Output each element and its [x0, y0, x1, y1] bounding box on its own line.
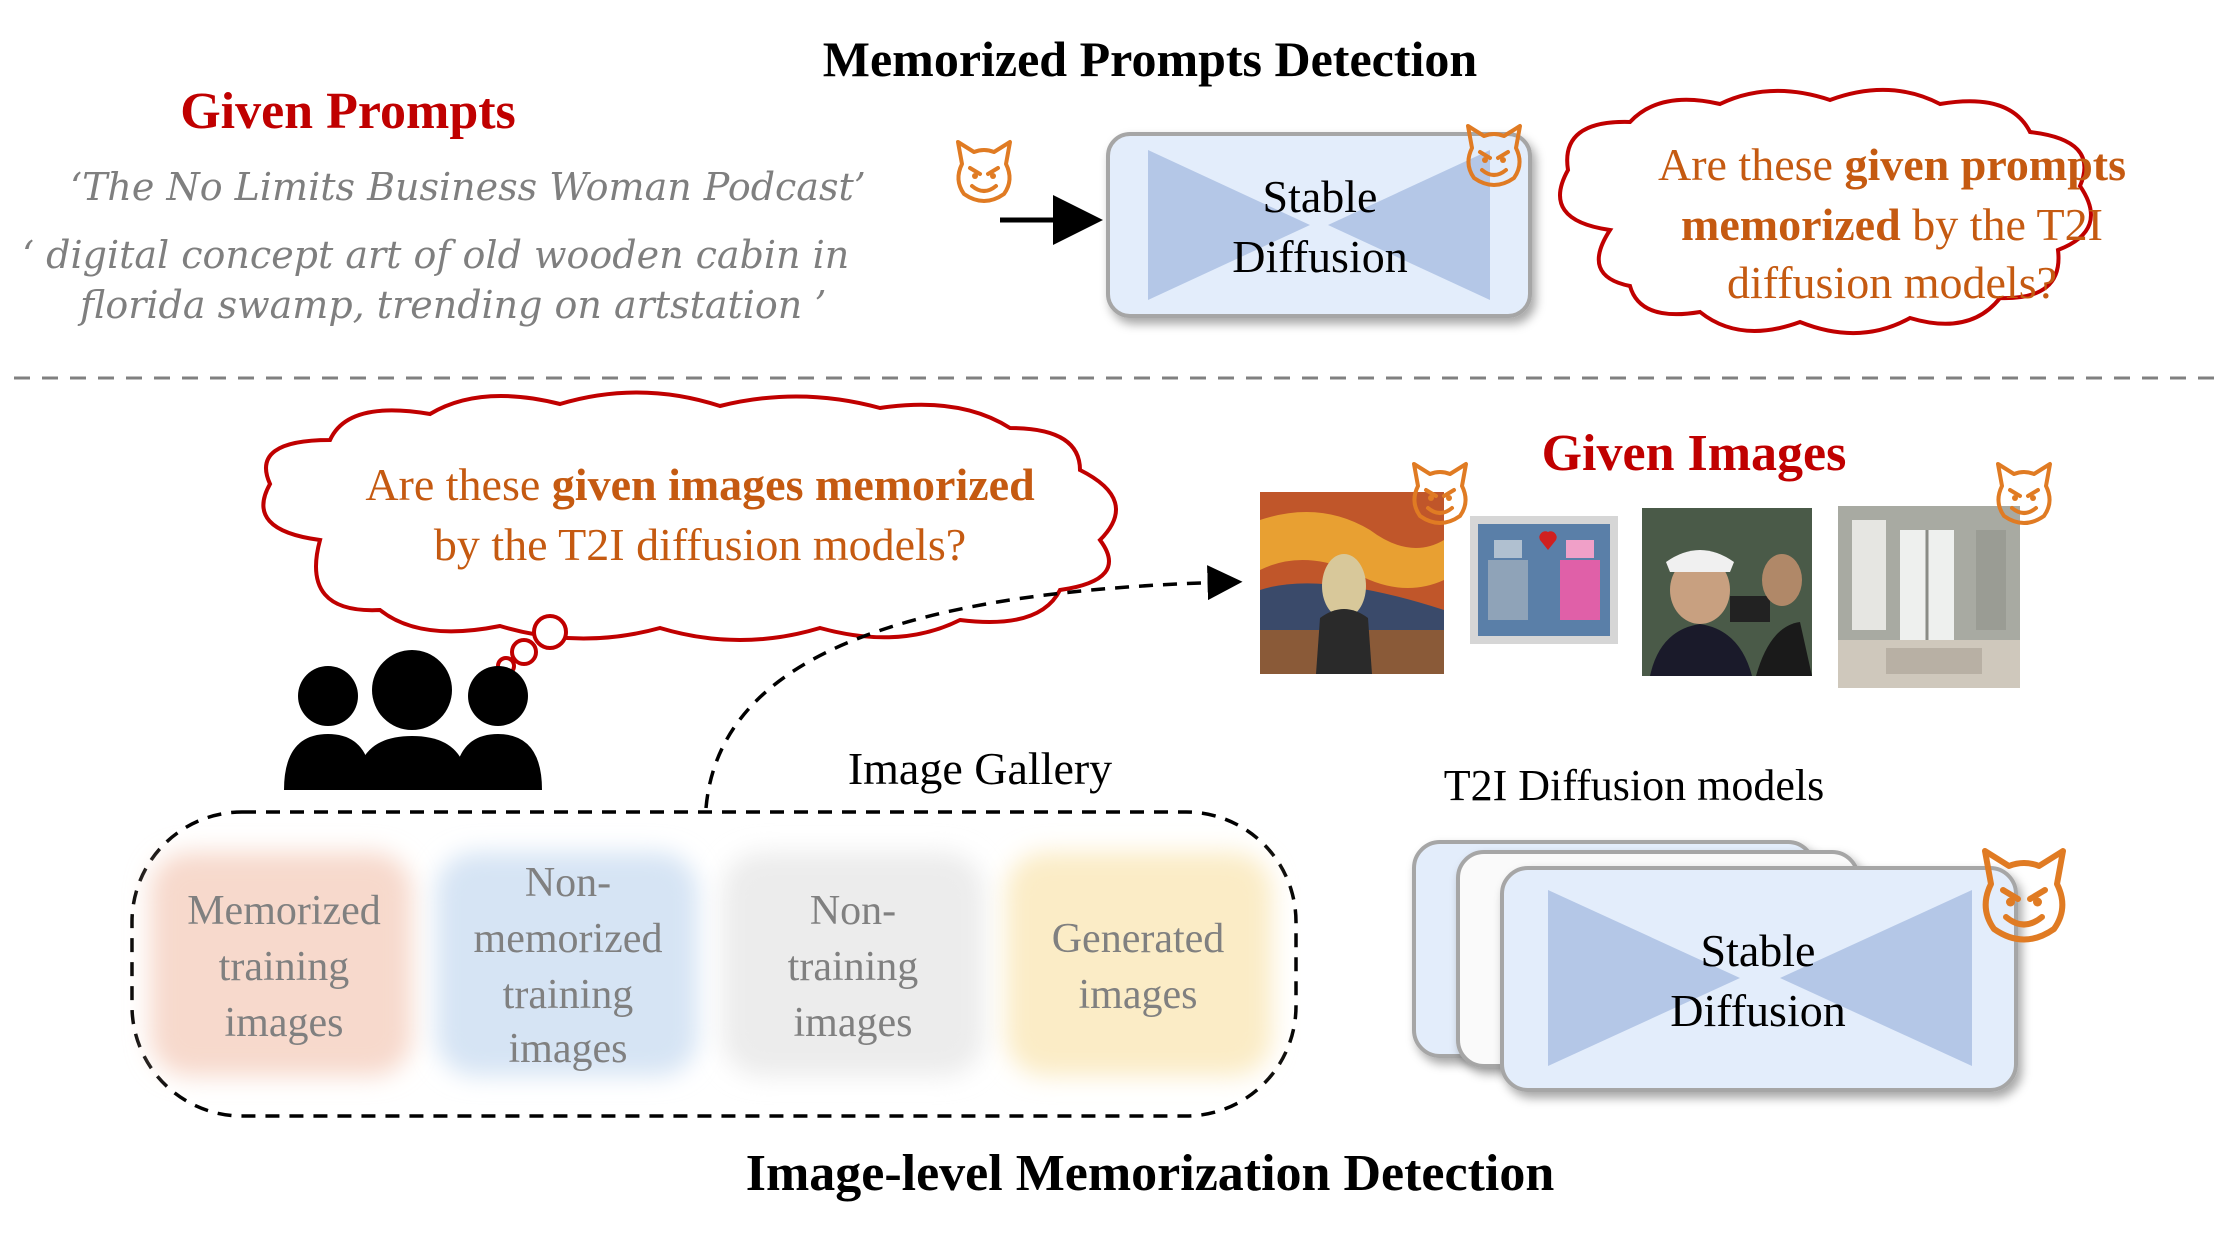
thought-bubble-icon [1558, 87, 2093, 336]
gallery-item-label: training [219, 944, 350, 990]
given-image-4 [1838, 506, 2020, 688]
model-label-top-2: Diffusion [1232, 231, 1408, 282]
given-image-2 [1470, 516, 1618, 644]
people-icon [284, 650, 542, 790]
gallery-item-non-training: Non- training images [722, 852, 984, 1076]
gallery-item-label: training [788, 944, 919, 990]
gallery-item-memorized: Memorized training images [150, 852, 412, 1076]
prompt-2-line1: ‘ digital concept art of old wooden cabi… [22, 233, 849, 277]
models-label: T2I Diffusion models [1444, 761, 1825, 810]
top-title: Memorized Prompts Detection [823, 31, 1478, 87]
image-gallery [130, 810, 1298, 1118]
gallery-item-label: Non- [525, 860, 611, 906]
gallery-item-label: Memorized [187, 888, 381, 934]
bottom-question-line1: Are these given images memorized [365, 459, 1035, 510]
top-question-line2: memorized by the T2I [1681, 199, 2103, 250]
gallery-link-arrow [704, 565, 1243, 809]
gallery-item-label: memorized [474, 916, 663, 962]
gallery-item-label: images [1079, 972, 1198, 1018]
top-question-line3: diffusion models? [1727, 257, 2057, 308]
gallery-item-label: Generated [1052, 916, 1225, 962]
gallery-item-label: images [794, 1000, 913, 1046]
model-label-top-1: Stable [1263, 171, 1378, 222]
given-image-3 [1642, 508, 1812, 676]
gallery-item-label: images [225, 1000, 344, 1046]
bottom-title: Image-level Memorization Detection [746, 1145, 1555, 1202]
gallery-item-non-memorized: Non- memorized training images [436, 852, 698, 1076]
given-image-1 [1260, 492, 1444, 674]
gallery-label: Image Gallery [848, 743, 1112, 794]
top-question-line1: Are these given prompts [1658, 139, 2126, 190]
given-images-label: Given Images [1542, 425, 1847, 482]
thought-bubble-icon [261, 390, 1118, 676]
devil-icon [956, 140, 1012, 203]
model-label-bottom-1: Stable [1701, 925, 1816, 976]
given-prompts-label: Given Prompts [180, 83, 516, 140]
stable-diffusion-model-top: Stable Diffusion [1106, 132, 1532, 318]
gallery-item-label: Non- [810, 888, 896, 934]
stable-diffusion-model-stack: Stable Diffusion [1412, 840, 2018, 1092]
prompt-1: ‘The No Limits Business Woman Podcast’ [70, 165, 866, 209]
prompt-2-line2: florida swamp, trending on artstation ’ [77, 283, 826, 327]
bottom-question-line2: by the T2I diffusion models? [434, 519, 966, 570]
model-label-bottom-2: Diffusion [1670, 985, 1846, 1036]
gallery-item-label: training [503, 972, 634, 1018]
gallery-item-generated: Generated images [1006, 852, 1272, 1076]
gallery-item-label: images [509, 1026, 628, 1072]
